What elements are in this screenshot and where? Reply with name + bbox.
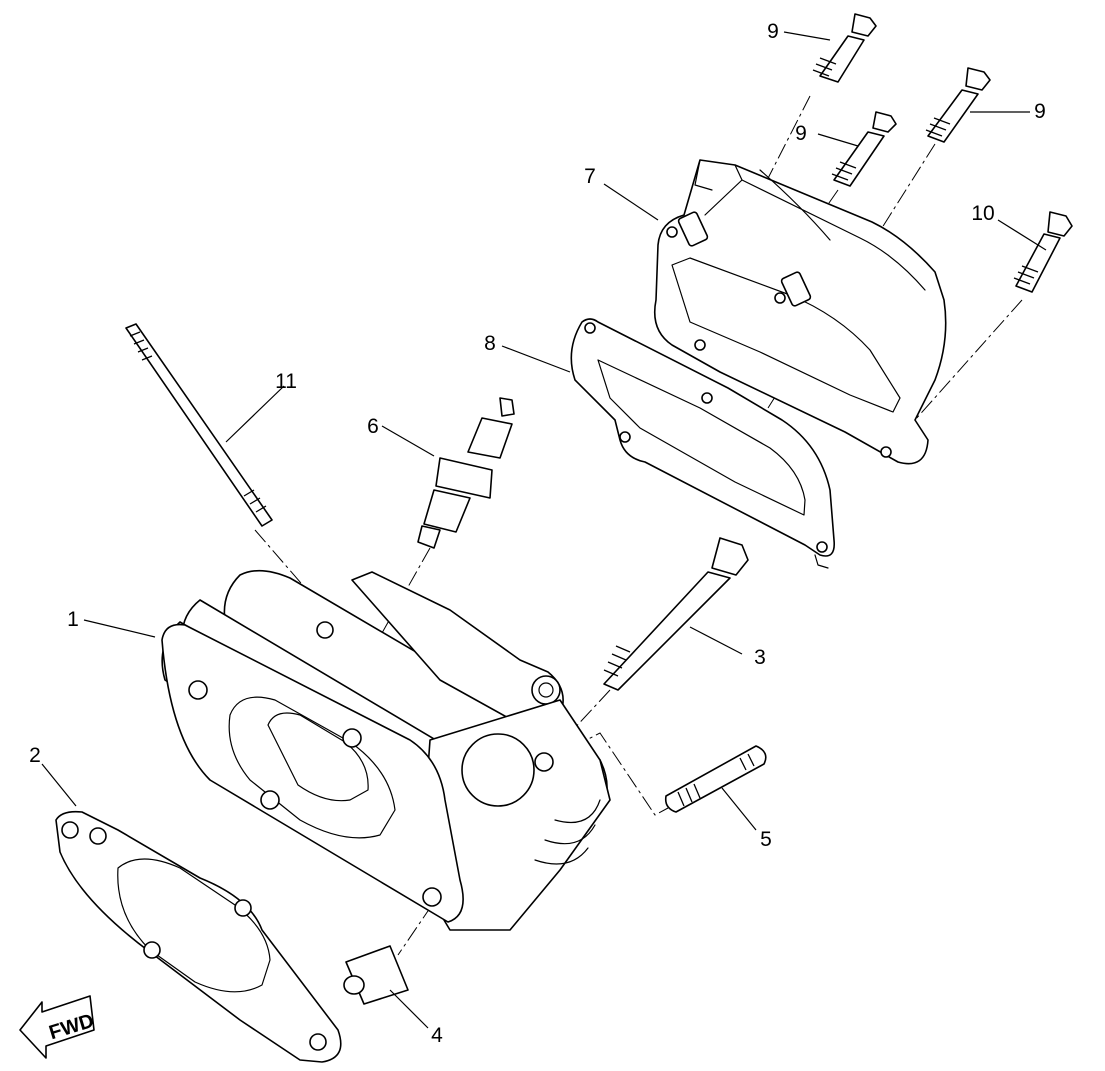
valve-cover-gasket-part-8 — [570, 318, 836, 569]
stud-part-11 — [125, 323, 273, 527]
callout-6: 6 — [367, 415, 379, 438]
callout-7: 7 — [584, 165, 596, 188]
callout-10: 10 — [971, 202, 994, 225]
bolt-part-9-top — [812, 13, 877, 83]
callout-3: 3 — [754, 646, 766, 669]
bolt-part-9-middle — [831, 111, 897, 187]
callout-8: 8 — [484, 332, 496, 355]
head-bolt-part-3 — [603, 537, 749, 691]
callout-4: 4 — [431, 1024, 443, 1047]
valve-cover-part-7 — [653, 159, 947, 465]
cylinder-head-part-1 — [161, 569, 611, 931]
leader-lines — [41, 31, 1047, 1029]
forward-direction-arrow: FWD — [19, 995, 97, 1059]
bolt-part-10 — [1013, 211, 1073, 293]
callout-1: 1 — [67, 608, 79, 631]
head-gasket-part-2 — [55, 810, 342, 1063]
callout-9-right: 9 — [1034, 100, 1046, 123]
callout-9-top: 9 — [767, 20, 779, 43]
callout-9-middle: 9 — [795, 122, 807, 145]
callout-5: 5 — [760, 828, 772, 851]
callout-11: 11 — [275, 370, 297, 393]
stud-part-5 — [664, 745, 767, 813]
callout-labels: 9 9 9 10 7 8 11 6 1 2 3 5 4 — [29, 20, 1046, 1047]
bolt-part-9-right — [925, 67, 991, 143]
dowel-pin-part-4 — [343, 945, 409, 1005]
spark-plug-part-6 — [417, 397, 515, 549]
callout-2: 2 — [29, 744, 41, 767]
